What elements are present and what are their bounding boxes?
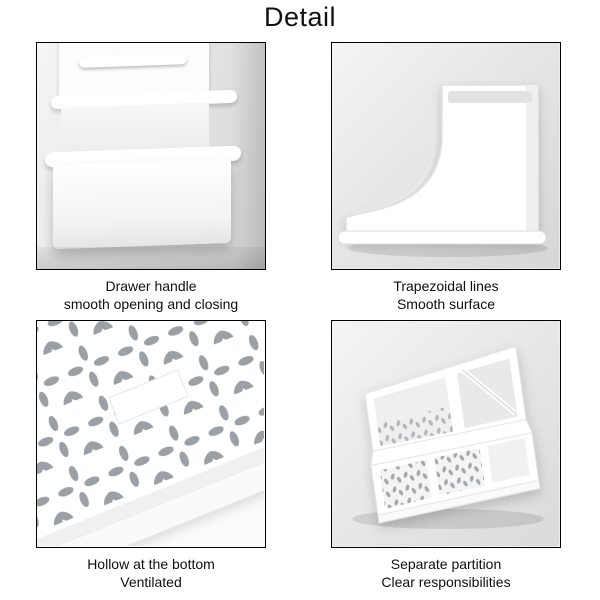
photo-hollow-bottom	[36, 320, 266, 548]
caption-line-1: Trapezoidal lines	[393, 278, 499, 294]
perforated-board-illustration	[37, 321, 264, 546]
caption-line-2: Smooth surface	[396, 296, 496, 313]
trapezoid-illustration	[332, 43, 559, 268]
drawer-front	[53, 158, 231, 250]
caption-drawer-handle: Drawer handle smooth opening and closing	[36, 277, 266, 313]
caption-separate-partition: Separate partition Clear responsibilitie…	[331, 555, 561, 591]
detail-panel-trapezoidal-lines: Trapezoidal lines Smooth surface	[331, 42, 561, 313]
photo-separate-partition	[331, 320, 561, 548]
photo-drawer-handle	[36, 42, 266, 270]
detail-panel-drawer-handle: Drawer handle smooth opening and closing	[36, 42, 266, 313]
photo-trapezoidal-lines	[331, 42, 561, 270]
caption-line-2: Clear responsibilities	[381, 574, 511, 591]
floor-shadow	[37, 247, 265, 269]
caption-line-2: Ventilated	[120, 574, 182, 591]
caption-trapezoidal-lines: Trapezoidal lines Smooth surface	[331, 277, 561, 313]
caption-line-1: Hollow at the bottom	[87, 556, 215, 572]
caption-line-1: Drawer handle	[105, 278, 197, 294]
caption-hollow-bottom: Hollow at the bottom Ventilated	[36, 555, 266, 591]
caption-line-1: Separate partition	[390, 556, 502, 572]
page-title: Detail	[263, 2, 337, 32]
organizer-illustration	[332, 321, 559, 546]
caption-line-2: smooth opening and closing	[63, 296, 239, 313]
detail-panel-hollow-bottom: Hollow at the bottom Ventilated	[36, 320, 266, 591]
detail-panel-separate-partition: Separate partition Clear responsibilitie…	[331, 320, 561, 591]
